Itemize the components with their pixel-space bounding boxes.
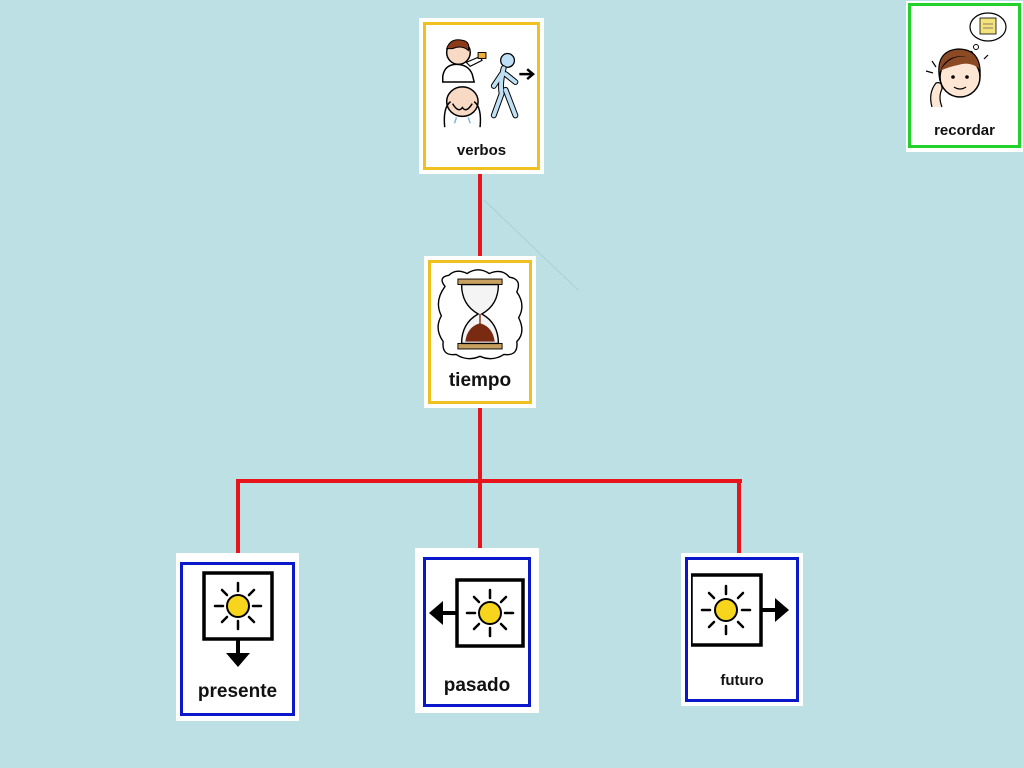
card-presente[interactable]: presente	[176, 553, 299, 721]
sun-arrow-right-icon	[691, 573, 789, 647]
card-pasado[interactable]: pasado	[415, 548, 539, 713]
card-tiempo[interactable]: tiempo	[424, 256, 536, 408]
card-verbos[interactable]: verbos	[419, 18, 544, 174]
card-label-recordar: recordar	[934, 122, 995, 139]
remember-girl-icon	[925, 12, 1007, 108]
card-label-presente: presente	[197, 681, 278, 702]
sun-arrow-left-icon	[429, 578, 525, 648]
card-label-verbos: verbos	[456, 142, 507, 159]
card-label-tiempo: tiempo	[448, 370, 512, 391]
verbs-people-icon	[442, 39, 535, 128]
card-recordar[interactable]: recordar	[906, 1, 1023, 152]
card-futuro[interactable]: futuro	[681, 553, 803, 706]
card-label-futuro: futuro	[720, 672, 764, 689]
card-label-pasado: pasado	[443, 675, 511, 696]
sun-arrow-down-icon	[202, 571, 274, 667]
hourglass-icon	[437, 269, 523, 360]
